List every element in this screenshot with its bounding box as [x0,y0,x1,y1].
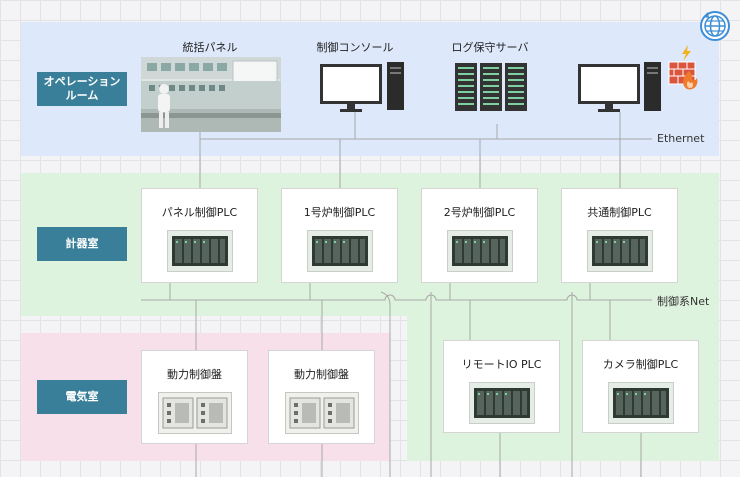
plc-box-camera-control: カメラ制御PLC [582,340,699,433]
plc-box-title: 共通制御PLC [587,206,652,219]
plc-box-reactor-2: 2号炉制御PLC [421,188,538,283]
plc-box-title: パネル制御PLC [161,206,238,219]
plc-hardware-image [306,230,373,272]
operation-room-label-text: オペレーション ルーム [43,75,121,102]
log-server-rack-icon [455,63,527,111]
control-net-bus-line [141,294,652,301]
log-server-caption: ログ保守サーバ [451,41,529,54]
instrument-room-label-text: 計器室 [65,237,99,251]
plc-hardware-image [166,230,233,272]
globe-network-icon [700,11,730,41]
control-panel-photo [141,57,281,132]
plc-box-title: リモートIO PLC [461,358,542,371]
instrument-room-label: 計器室 [37,227,127,261]
plc-hardware-image [607,382,674,424]
plc-hardware-image [468,382,535,424]
plc-box-title: 2号炉制御PLC [443,206,516,219]
power-panel-box-1: 動力制御盤 [141,350,248,444]
control-panel-caption: 統括パネル [182,41,238,54]
power-panel-image [284,392,359,434]
firewall-workstation-icon [578,45,698,112]
electrical-room-label: 電気室 [37,380,127,414]
plc-box-reactor-1: 1号炉制御PLC [281,188,398,283]
plc-box-remote-io: リモートIO PLC [443,340,560,433]
power-panel-image [157,392,232,434]
plc-hardware-image [446,230,513,272]
control-console-icon [320,62,404,112]
plc-box-common-control: 共通制御PLC [561,188,678,283]
plc-box-title: 1号炉制御PLC [303,206,376,219]
plc-hardware-image [586,230,653,272]
power-panel-title: 動力制御盤 [167,368,222,381]
ethernet-label: Ethernet [657,132,705,145]
control-console-caption: 制御コンソール [316,41,394,54]
plc-box-title: カメラ制御PLC [602,358,679,371]
plc-box-panel-control: パネル制御PLC [141,188,258,283]
control-net-label: 制御系Net [657,295,710,308]
power-panel-title: 動力制御盤 [294,368,349,381]
power-panel-box-2: 動力制御盤 [268,350,375,444]
operation-room-label: オペレーション ルーム [37,72,127,106]
electrical-room-label-text: 電気室 [65,390,99,404]
